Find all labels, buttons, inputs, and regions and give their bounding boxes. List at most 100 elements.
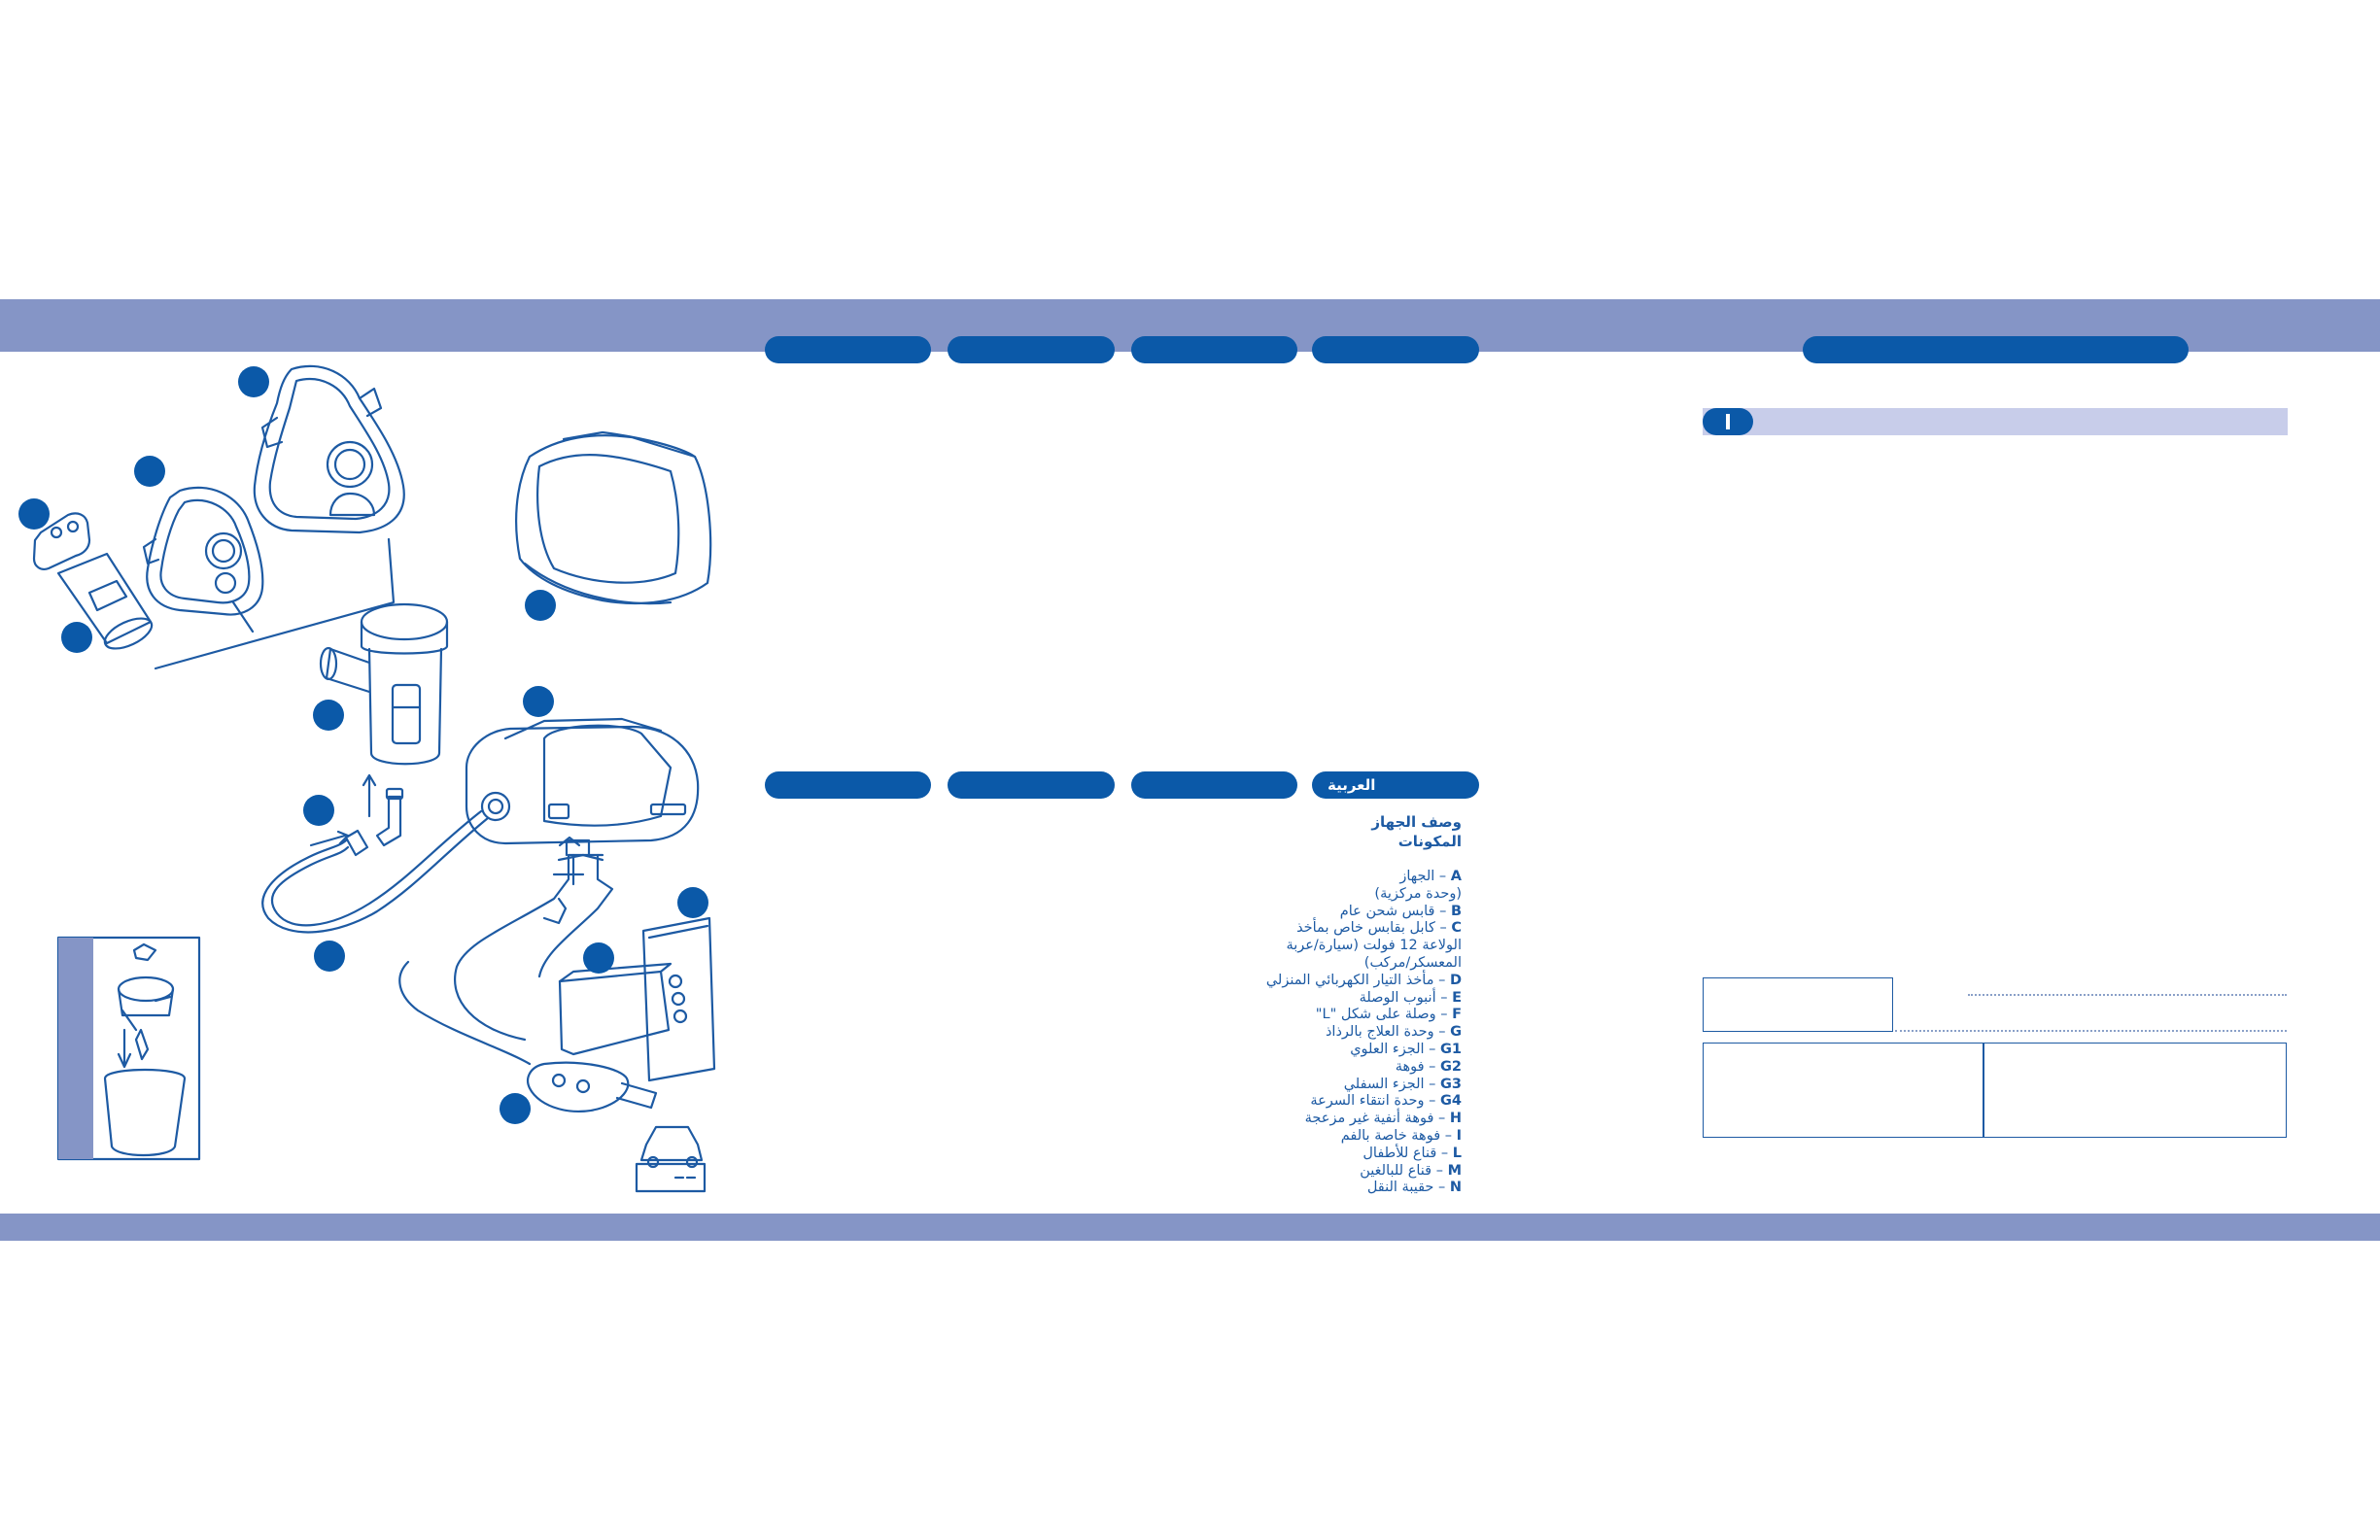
- component-item: C – كابل بقابس خاص بمأخذ: [1266, 920, 1462, 938]
- badge-7: [523, 686, 554, 717]
- nebulizer-compressor-icon: [465, 717, 700, 845]
- info-icon: [1703, 408, 1753, 435]
- badge-12: [500, 1093, 531, 1124]
- header-pill-4: [1312, 336, 1479, 363]
- car-plug-icon: [398, 960, 658, 1112]
- component-text: – فوهة خاصة بالفم: [1340, 1127, 1452, 1144]
- badge-8: [303, 795, 334, 826]
- component-key: G3: [1440, 1076, 1462, 1092]
- component-item: G1 – الجزء العلوي: [1266, 1042, 1462, 1059]
- nasal-nozzle-icon: [32, 512, 91, 570]
- component-item: A – الجهاز: [1266, 869, 1462, 886]
- component-item: الولاعة 12 فولت (سيارة/عربة: [1266, 938, 1462, 955]
- lang-pill-2: [948, 771, 1115, 799]
- info-box-right: [1983, 1043, 2287, 1138]
- component-key: G1: [1440, 1041, 1462, 1057]
- wall-socket-icon: [641, 916, 716, 1082]
- section-title: وصف الجهاز: [1371, 813, 1462, 831]
- component-text: – حقيبة النقل: [1366, 1180, 1446, 1196]
- child-mask-icon: [142, 486, 264, 616]
- component-text: – قناع للبالغين: [1360, 1162, 1443, 1179]
- component-item: I – فوهة خاصة بالفم: [1266, 1128, 1462, 1146]
- power-adapter-icon: [454, 836, 688, 1056]
- component-item: E – أنبوب الوصلة: [1266, 990, 1462, 1008]
- component-item: H – فوهة أنفية غير مزعجة: [1266, 1111, 1462, 1128]
- component-key: N: [1449, 1180, 1462, 1196]
- badge-1: [238, 366, 269, 397]
- component-text: – فوهة أنفية غير مزعجة: [1304, 1111, 1446, 1127]
- component-key: B: [1450, 903, 1462, 919]
- component-key: G2: [1440, 1058, 1462, 1075]
- component-text: المعسكر/مركب): [1363, 954, 1462, 971]
- model-box: [1703, 977, 1893, 1032]
- adult-mask-icon: [253, 364, 405, 534]
- component-text: (وحدة مركزية): [1374, 885, 1462, 902]
- component-text: – الجزء السفلي: [1343, 1076, 1436, 1092]
- component-text: – الجزء العلوي: [1350, 1041, 1436, 1057]
- l-connector-icon: [121, 773, 404, 1032]
- component-key: M: [1447, 1162, 1462, 1179]
- components-list: A – الجهاز (وحدة مركزية) B – قابس شحن عام…: [1266, 869, 1462, 1197]
- badge-3: [18, 498, 50, 530]
- component-text: – الجهاز: [1399, 869, 1447, 884]
- component-item: B – قابس شحن عام: [1266, 904, 1462, 921]
- device-illustration: [32, 364, 716, 1193]
- component-key: A: [1450, 869, 1462, 884]
- component-item: M – قناع للبالغين: [1266, 1163, 1462, 1181]
- badge-4: [61, 622, 92, 653]
- component-item: G3 – الجزء السفلي: [1266, 1077, 1462, 1094]
- component-item: G2 – فوهة: [1266, 1059, 1462, 1077]
- component-text: – فوهة: [1395, 1058, 1436, 1075]
- component-item: (وحدة مركزية): [1266, 886, 1462, 904]
- component-key: G: [1450, 1024, 1462, 1041]
- component-item: المعسكر/مركب): [1266, 955, 1462, 973]
- lang-pill-1: [765, 771, 931, 799]
- badge-2: [134, 456, 165, 487]
- lang-pill-arabic: العربية: [1312, 771, 1479, 799]
- section-subtitle: المكونات: [1397, 833, 1462, 850]
- component-text: الولاعة 12 فولت (سيارة/عربة: [1286, 938, 1462, 954]
- bottom-band: [0, 1214, 2380, 1241]
- arabic-device-description: وصف الجهاز المكونات A – الجهاز (وحدة مرك…: [1266, 812, 1462, 1197]
- component-item: G4 – وحدة انتقاء السرعة: [1266, 1093, 1462, 1111]
- component-item: G – وحدة العلاج بالرذاذ: [1266, 1024, 1462, 1042]
- component-item: L – قناع للأطفال: [1266, 1146, 1462, 1163]
- component-item: N – حقيبة النقل: [1266, 1180, 1462, 1197]
- info-box-left: [1703, 1043, 1984, 1138]
- component-item: D – مأخذ التيار الكهربائي المنزلي: [1266, 973, 1462, 990]
- component-text: – مأخذ التيار الكهربائي المنزلي: [1265, 972, 1446, 988]
- component-text: – وصلة على شكل "L": [1315, 1007, 1448, 1023]
- nebulizer-cup-icon: [319, 602, 449, 766]
- badge-9: [677, 887, 708, 918]
- component-key: E: [1452, 989, 1462, 1006]
- component-key: C: [1451, 920, 1462, 937]
- lang-pill-3: [1131, 771, 1297, 799]
- component-text: – وحدة انتقاء السرعة: [1310, 1093, 1436, 1110]
- info-bar: [1703, 408, 2288, 435]
- right-header-pill: [1803, 336, 2189, 363]
- assembly-side-bar: [58, 938, 93, 1159]
- header-pill-1: [765, 336, 931, 363]
- component-key: I: [1456, 1127, 1462, 1144]
- badge-5: [525, 590, 556, 621]
- component-text: – قناع للأطفال: [1362, 1145, 1449, 1161]
- badge-10: [583, 942, 614, 974]
- component-item: F – وصلة على شكل "L": [1266, 1007, 1462, 1024]
- component-key: D: [1449, 972, 1462, 988]
- component-key: F: [1452, 1007, 1462, 1023]
- tube-icon: [261, 809, 490, 934]
- carry-bag-icon: [515, 430, 712, 605]
- car-icon: [635, 1125, 707, 1193]
- component-text: – أنبوب الوصلة: [1359, 989, 1448, 1006]
- dotted-line-2: [1895, 1030, 2287, 1032]
- component-key: H: [1449, 1111, 1462, 1127]
- header-pill-3: [1131, 336, 1297, 363]
- dotted-line-1: [1968, 994, 2287, 996]
- mouthpiece-icon: [56, 552, 154, 650]
- badge-6: [313, 700, 344, 731]
- component-key: G4: [1440, 1093, 1462, 1110]
- component-text: – كابل بقابس خاص بمأخذ: [1296, 920, 1447, 937]
- header-pill-2: [948, 336, 1115, 363]
- component-key: L: [1452, 1145, 1462, 1161]
- badge-11: [314, 941, 345, 972]
